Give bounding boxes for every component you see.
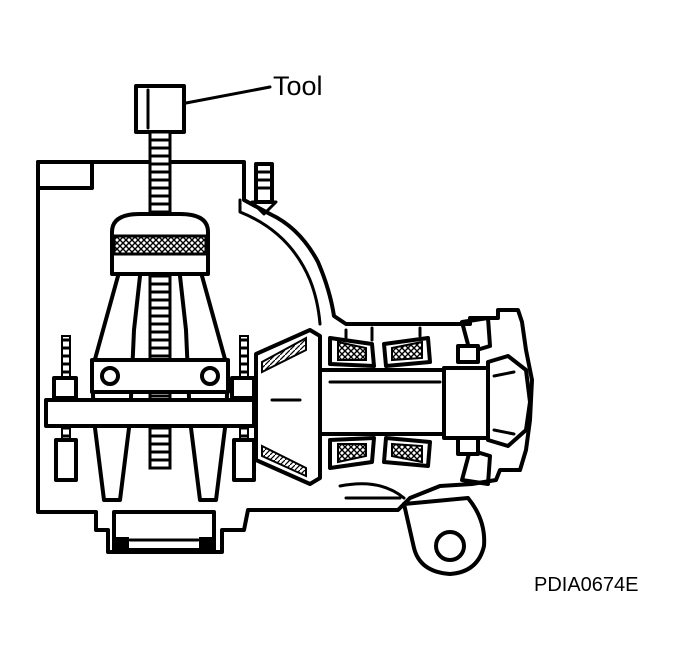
output-flange [456,316,532,486]
figure-id-label: PDIA0674E [534,574,639,596]
tool-leader-line [184,85,272,105]
housing [36,160,534,554]
tool-callout-label: Tool [273,71,323,101]
drive-pinion-gear [254,328,322,486]
mounting-bracket [338,482,487,576]
tapered-roller-bearings [328,326,432,470]
bottom-seal [112,510,216,552]
puller-tool [44,84,256,502]
pinion-shaft [318,366,490,440]
